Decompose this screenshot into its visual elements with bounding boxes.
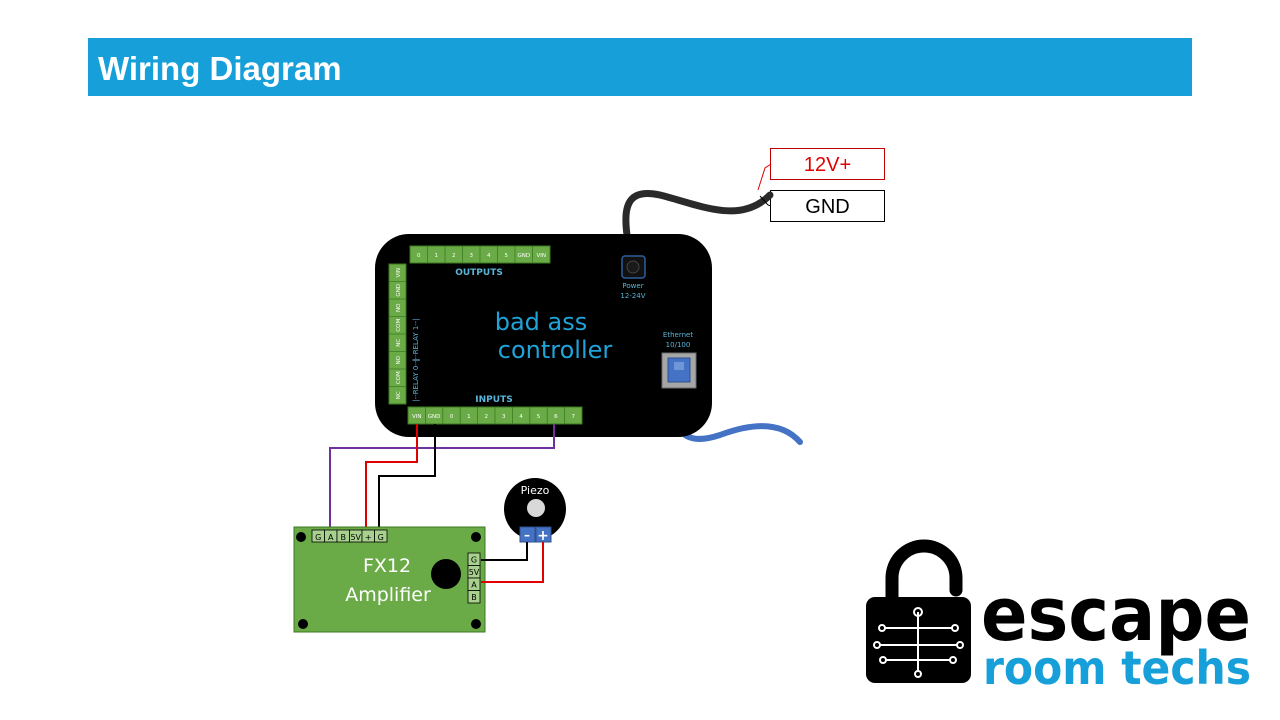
logo-lock-icon	[866, 539, 971, 683]
wire-piezo-red	[481, 542, 544, 583]
amplifier-name-line1: FX12	[363, 555, 411, 577]
input-pin-label: VIN	[412, 414, 422, 420]
output-pin-label: 4	[487, 253, 491, 259]
output-pin-label: 5	[505, 253, 509, 259]
relay-pin-label: COM	[396, 319, 402, 332]
wire-purple	[329, 424, 555, 530]
brand-line2: controller	[498, 336, 613, 364]
amplifier-top-pin-label: 5V	[350, 533, 361, 542]
amplifier-side-pin-label: 5V	[469, 568, 480, 577]
piezo-minus: –	[524, 528, 530, 542]
page-title: Wiring Diagram	[98, 50, 342, 87]
relay-pin-label: NC	[396, 391, 402, 399]
ethernet-speed: 10/100	[666, 341, 691, 349]
piezo-plus: +	[537, 528, 549, 544]
ethernet-label: Ethernet	[663, 331, 693, 339]
input-terminal: VIN GND 0 1 2 3 4 5 6 7	[407, 406, 583, 425]
power-label: Power	[622, 282, 643, 290]
input-pins: VIN GND 0 1 2 3 4 5 6 7	[412, 407, 576, 424]
amplifier-top-pin-label: B	[341, 533, 347, 542]
controller-body	[375, 234, 712, 437]
output-pin-label: 2	[452, 253, 456, 259]
relay0-label: |--RELAY 0--|	[412, 358, 420, 401]
relay-pins: VIN GND NO COM NC NO COM NC	[389, 268, 406, 399]
output-pin-label: 3	[470, 253, 474, 259]
relay-pin-label: NO	[396, 355, 402, 364]
output-pins: 0 1 2 3 4 5 GND VIN	[417, 246, 546, 263]
outputs-label: OUTPUTS	[455, 268, 503, 278]
input-pin-label: 1	[467, 414, 471, 420]
relay-terminal: VIN GND NO COM NC NO COM NC	[388, 263, 407, 405]
amplifier-top-pin-label: G	[378, 533, 384, 542]
output-pin-label: VIN	[537, 253, 547, 259]
amplifier-top-pin-label: +	[365, 533, 372, 542]
amplifier-name-line2: Amplifier	[345, 584, 431, 606]
amplifier-top-pin-label: G	[315, 533, 321, 542]
input-pin-label: 2	[485, 414, 489, 420]
brand-line1: bad ass	[495, 308, 588, 336]
piezo-label: Piezo	[521, 484, 550, 497]
relay-pin-label: VIN	[396, 268, 402, 278]
relay-pin-label: NC	[396, 339, 402, 347]
wire-black-gnd	[378, 424, 436, 530]
input-pin-label: GND	[428, 414, 441, 420]
relay-pin-label: NO	[396, 303, 402, 312]
relay1-label: |--RELAY 1--|	[412, 318, 420, 361]
input-pin-label: 7	[572, 414, 576, 420]
relay-pin-label: GND	[396, 284, 402, 297]
output-terminal: 0 1 2 3 4 5 GND VIN	[409, 245, 551, 264]
amplifier-knob	[431, 559, 461, 589]
amplifier-top-pin	[374, 529, 388, 543]
input-pin-label: 6	[554, 414, 558, 420]
input-pin-label: 3	[502, 414, 506, 420]
amplifier-side-pin	[467, 590, 481, 604]
wire-red-vin	[365, 424, 418, 530]
power-cable	[622, 190, 774, 269]
title-banner: Wiring Diagram	[88, 38, 1192, 96]
output-pin-label: 0	[417, 253, 421, 259]
power-ground-label: GND	[770, 190, 885, 222]
power-lead-black	[759, 195, 772, 207]
logo-line2: room techs	[983, 641, 1251, 695]
amplifier-side-pin-label: A	[471, 581, 477, 590]
amplifier-side-pin-label: B	[471, 593, 477, 602]
input-pin-label: 4	[519, 414, 523, 420]
amplifier-side-pin-label: G	[471, 556, 477, 565]
power-range: 12-24V	[620, 292, 645, 300]
amplifier-side-pins: G 5V AB	[467, 552, 481, 604]
output-pin-label: GND	[517, 253, 530, 259]
relay-pin-label: COM	[396, 371, 402, 384]
input-pin-label: 0	[450, 414, 454, 420]
logo-line1: escape	[981, 572, 1251, 658]
inputs-label: INPUTS	[475, 395, 512, 405]
wire-piezo-black	[481, 542, 528, 561]
power-lead-red	[757, 163, 772, 191]
output-pin-label: 1	[435, 253, 439, 259]
input-pin-label: 5	[537, 414, 541, 420]
amplifier-top-pin-label: A	[328, 533, 334, 542]
